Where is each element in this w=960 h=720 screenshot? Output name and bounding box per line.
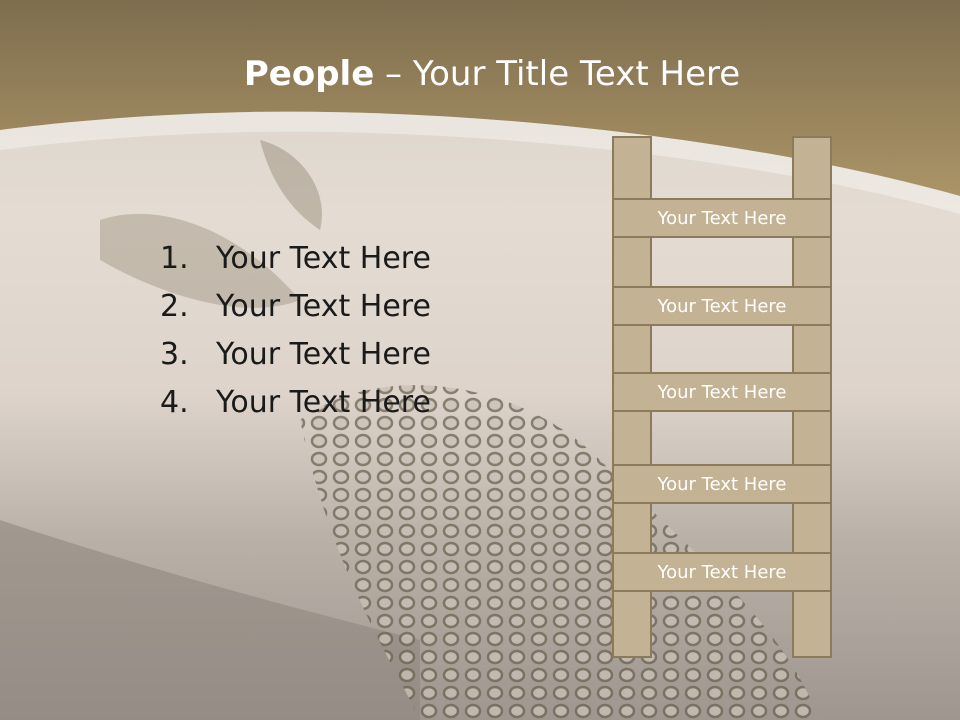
title-rest: – Your Title Text Here (374, 54, 741, 94)
list-item: 1. Your Text Here (160, 234, 431, 282)
ladder-diagram: Your Text Here Your Text Here Your Text … (612, 136, 834, 658)
list-text: Your Text Here (216, 240, 431, 276)
list-item: 4. Your Text Here (160, 378, 431, 426)
slide-title: People – Your Title Text Here (0, 54, 960, 94)
list-number: 3. (160, 336, 189, 372)
ladder-rung: Your Text Here (612, 286, 832, 326)
list-item: 2. Your Text Here (160, 282, 431, 330)
ladder-rung: Your Text Here (612, 198, 832, 238)
ladder-rung: Your Text Here (612, 464, 832, 504)
ladder-rung: Your Text Here (612, 552, 832, 592)
list-number: 4. (160, 384, 189, 420)
list-number: 2. (160, 288, 189, 324)
ladder-rung: Your Text Here (612, 372, 832, 412)
list-text: Your Text Here (216, 384, 431, 420)
list-text: Your Text Here (216, 288, 431, 324)
list-text: Your Text Here (216, 336, 431, 372)
title-bold: People (243, 54, 375, 94)
list-item: 3. Your Text Here (160, 330, 431, 378)
list-number: 1. (160, 240, 189, 276)
numbered-list: 1. Your Text Here 2. Your Text Here 3. Your… (160, 234, 431, 426)
